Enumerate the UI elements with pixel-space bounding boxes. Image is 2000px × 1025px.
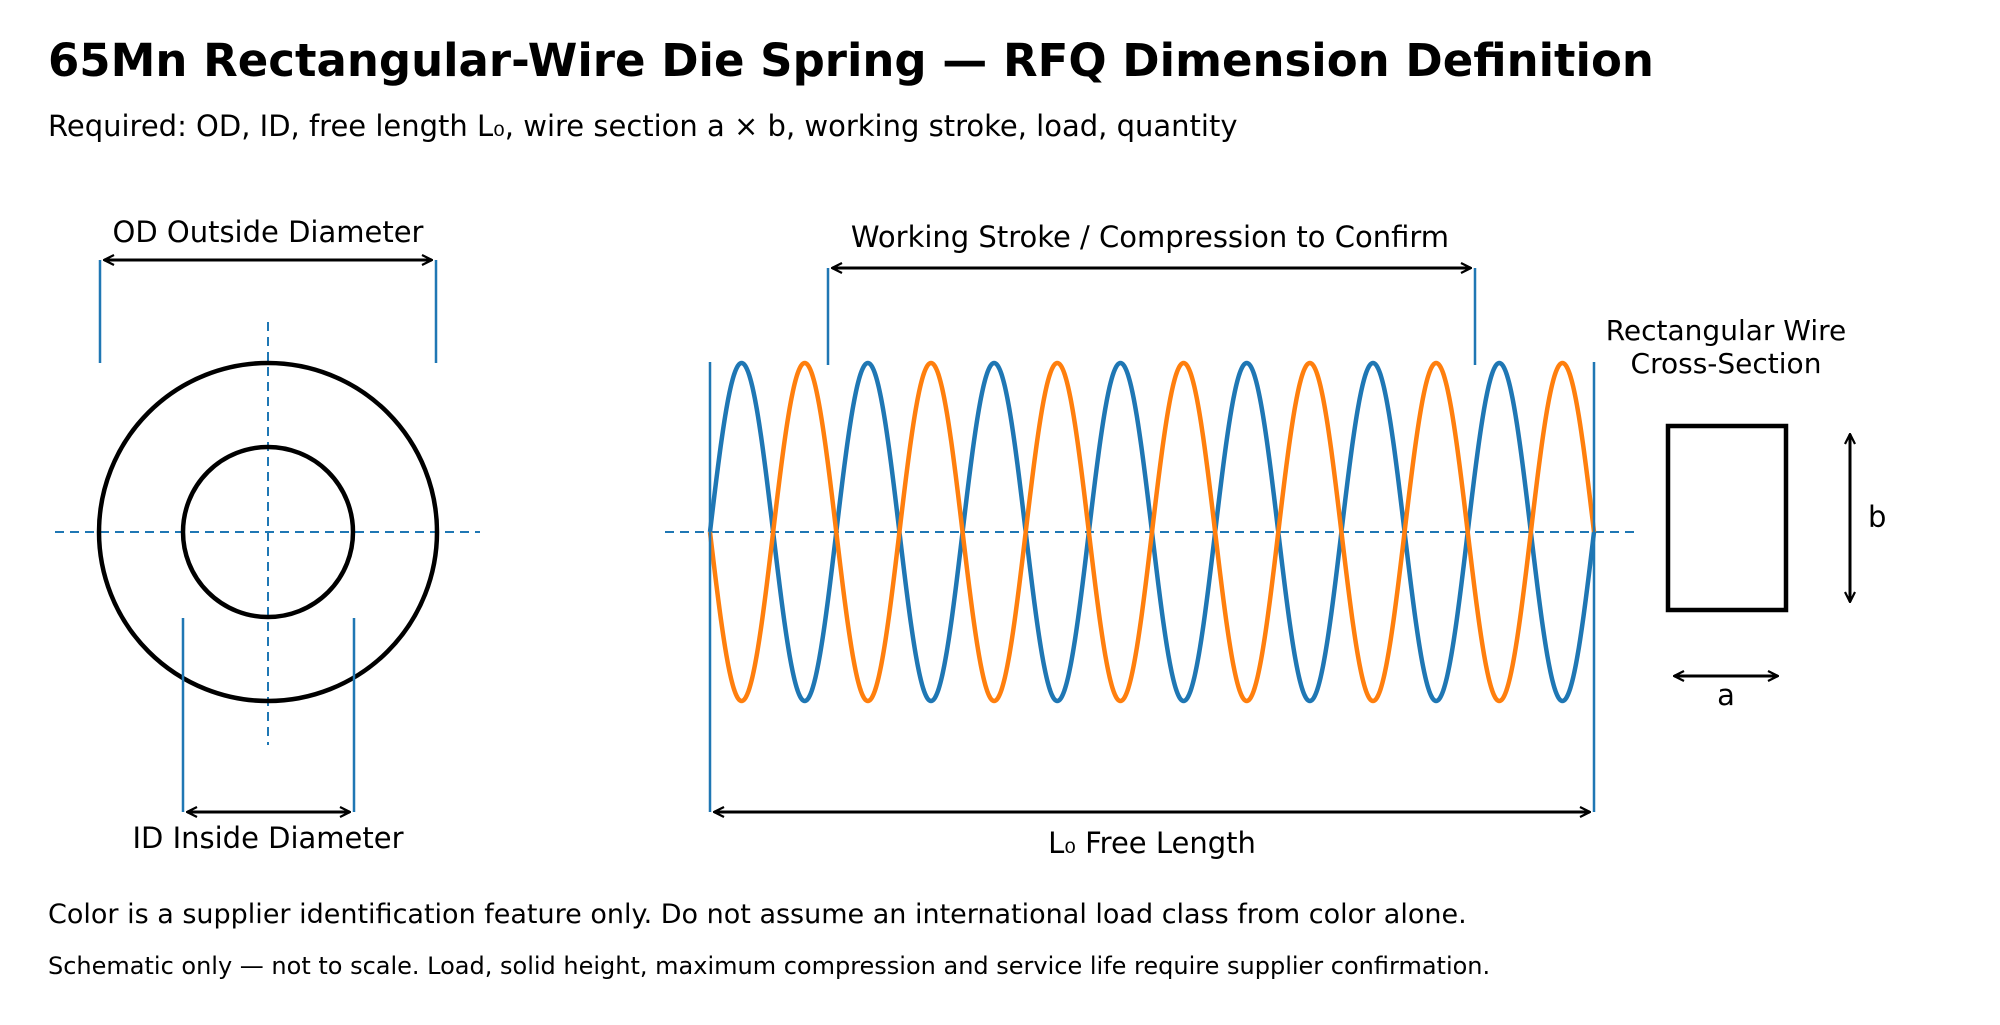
id-label: ID Inside Diameter — [132, 821, 403, 855]
free-length-label: L₀ Free Length — [1048, 826, 1256, 860]
inner-diameter-circle — [180, 444, 356, 620]
side-view: Working Stroke / Compression to Confirm … — [665, 220, 1637, 860]
page-title: 65Mn Rectangular-Wire Die Spring — RFQ D… — [48, 34, 1654, 87]
color-note: Color is a supplier identification featu… — [48, 899, 1467, 930]
wire-section-rectangle — [1665, 423, 1789, 613]
page-subtitle: Required: OD, ID, free length L₀, wire s… — [48, 109, 1237, 143]
coil-wave-orange — [707, 360, 1597, 704]
cross-section-title-line2: Cross-Section — [1631, 347, 1822, 380]
cross-section-title-line1: Rectangular Wire — [1606, 314, 1847, 347]
end-view: OD Outside Diameter ID Inside Diameter — [55, 215, 480, 855]
working-stroke-label: Working Stroke / Compression to Confirm — [851, 220, 1449, 254]
section-width-label: a — [1717, 678, 1735, 712]
wire-cross-section: Rectangular Wire Cross-Section b a — [1606, 314, 1887, 712]
section-height-label: b — [1868, 500, 1886, 534]
outer-diameter-circle — [96, 360, 440, 704]
od-label: OD Outside Diameter — [113, 215, 424, 249]
disclaimer-note: Schematic only — not to scale. Load, sol… — [48, 952, 1490, 980]
